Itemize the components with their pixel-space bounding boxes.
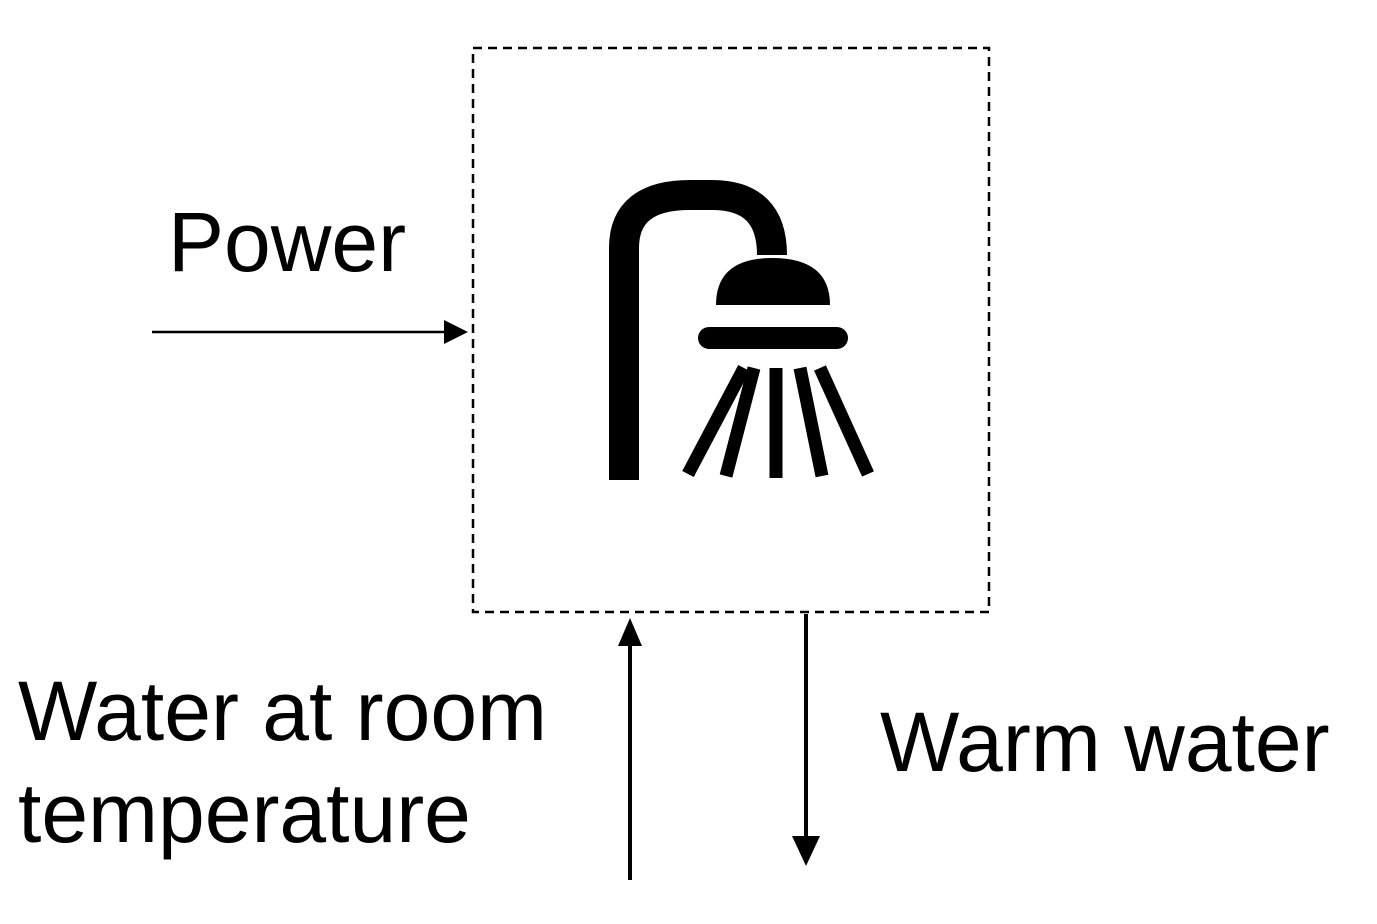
power-label: Power [168,195,407,289]
warm-water-label: Warm water [880,695,1330,789]
water-inlet-label-line-2: temperature [18,766,471,861]
water-inlet-label: Water at room temperature [18,660,547,865]
warm-water-outlet-arrow [792,614,820,866]
power-arrow [152,320,468,344]
shower-icon [609,180,874,480]
water-inlet-label-line-1: Water at room [18,664,548,758]
system-boundary [471,46,991,614]
water-inlet-arrow [618,618,642,880]
